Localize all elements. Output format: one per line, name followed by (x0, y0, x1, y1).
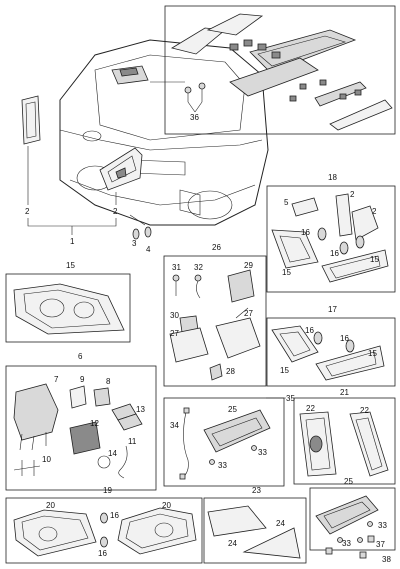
panel-25-parts (315, 495, 379, 559)
callout-27-b: 27 (244, 309, 253, 318)
panel-15 (5, 273, 131, 343)
panel-35 (163, 397, 285, 487)
callout-14: 14 (108, 449, 117, 458)
panel-brake-light-exploded (164, 5, 396, 135)
callout-26: 26 (212, 243, 221, 252)
panel-17-parts (271, 325, 385, 381)
callout-32: 32 (194, 263, 203, 272)
callout-13: 13 (136, 405, 145, 414)
callout-29: 29 (244, 261, 253, 270)
callout-11: 11 (128, 437, 137, 446)
callout-33-d: 33 (342, 539, 351, 548)
panel-18-parts (271, 193, 389, 283)
callout-31: 31 (172, 263, 181, 272)
callout-22-b: 22 (360, 406, 369, 415)
panel-23 (203, 497, 307, 564)
callout-28: 28 (226, 367, 235, 376)
callout-16-panel17-a: 16 (305, 326, 314, 335)
callout-2-left: 2 (25, 207, 30, 216)
panel-25 (309, 487, 396, 551)
rear-lamp-left (21, 95, 41, 145)
callout-33-b: 33 (258, 448, 267, 457)
callout-3: 3 (132, 239, 137, 248)
headlamp-15 (13, 283, 125, 335)
callout-16-panel17-b: 16 (340, 334, 349, 343)
callout-2-panel18-b: 2 (372, 207, 377, 216)
callout-24-b: 24 (228, 539, 237, 548)
callout-23: 23 (252, 486, 261, 495)
panel-23-parts (207, 505, 301, 559)
callout-33-c: 33 (378, 521, 387, 530)
panel-26-parts (169, 269, 261, 381)
panel-26 (163, 255, 267, 387)
callout-25-a: 25 (228, 405, 237, 414)
callout-17: 17 (328, 305, 337, 314)
bulbs-3-4 (129, 214, 152, 240)
callout-20-a: 20 (46, 501, 55, 510)
callout-30: 30 (170, 311, 179, 320)
panel-17 (266, 317, 396, 387)
callout-2-right: 2 (113, 207, 118, 216)
callout-15-panel17-b: 15 (368, 349, 377, 358)
callout-25-b: 25 (344, 477, 353, 486)
callout-4: 4 (146, 245, 151, 254)
callout-21: 21 (340, 388, 349, 397)
callout-2-panel18-a: 2 (350, 190, 355, 199)
panel-6-parts (13, 383, 143, 479)
callout-16-panel18-a: 16 (301, 228, 310, 237)
callout-34: 34 (170, 421, 179, 430)
callout-15-panel18-a: 15 (282, 268, 291, 277)
panel-19 (5, 497, 203, 564)
rear-lamp-right (99, 147, 143, 191)
callout-38: 38 (382, 555, 391, 564)
callout-36: 36 (190, 113, 199, 122)
callout-15-header: 15 (66, 261, 75, 270)
panel-21-parts (299, 411, 389, 477)
callout-24-a: 24 (276, 519, 285, 528)
callout-8: 8 (106, 377, 111, 386)
callout-22-a: 22 (306, 404, 315, 413)
callout-10: 10 (42, 455, 51, 464)
panel-18 (266, 185, 396, 293)
callout-16-panel19-b: 16 (98, 549, 107, 558)
panel-19-parts (13, 507, 197, 557)
callout-6: 6 (78, 352, 83, 361)
panel-35-parts (179, 407, 271, 480)
callout-19: 19 (103, 486, 112, 495)
panel-21 (293, 397, 396, 485)
callout-5: 5 (284, 198, 289, 207)
callout-1: 1 (70, 237, 75, 246)
callout-12: 12 (90, 419, 99, 428)
callout-15-panel17-a: 15 (280, 366, 289, 375)
roof-brake-light (111, 65, 149, 85)
callout-37: 37 (376, 540, 385, 549)
car-rear-illustration (59, 39, 269, 226)
callout-20-b: 20 (162, 501, 171, 510)
panel-6 (5, 365, 157, 491)
callout-15-panel18-b: 15 (370, 255, 379, 264)
callout-16-panel19-a: 16 (110, 511, 119, 520)
callout-9: 9 (80, 375, 85, 384)
callout-35: 35 (286, 394, 295, 403)
brake-light-parts (170, 13, 393, 131)
callout-33-a: 33 (218, 461, 227, 470)
callout-18: 18 (328, 173, 337, 182)
callout-27-a: 27 (170, 329, 179, 338)
callout-16-panel18-b: 16 (330, 249, 339, 258)
callout-7: 7 (54, 375, 59, 384)
